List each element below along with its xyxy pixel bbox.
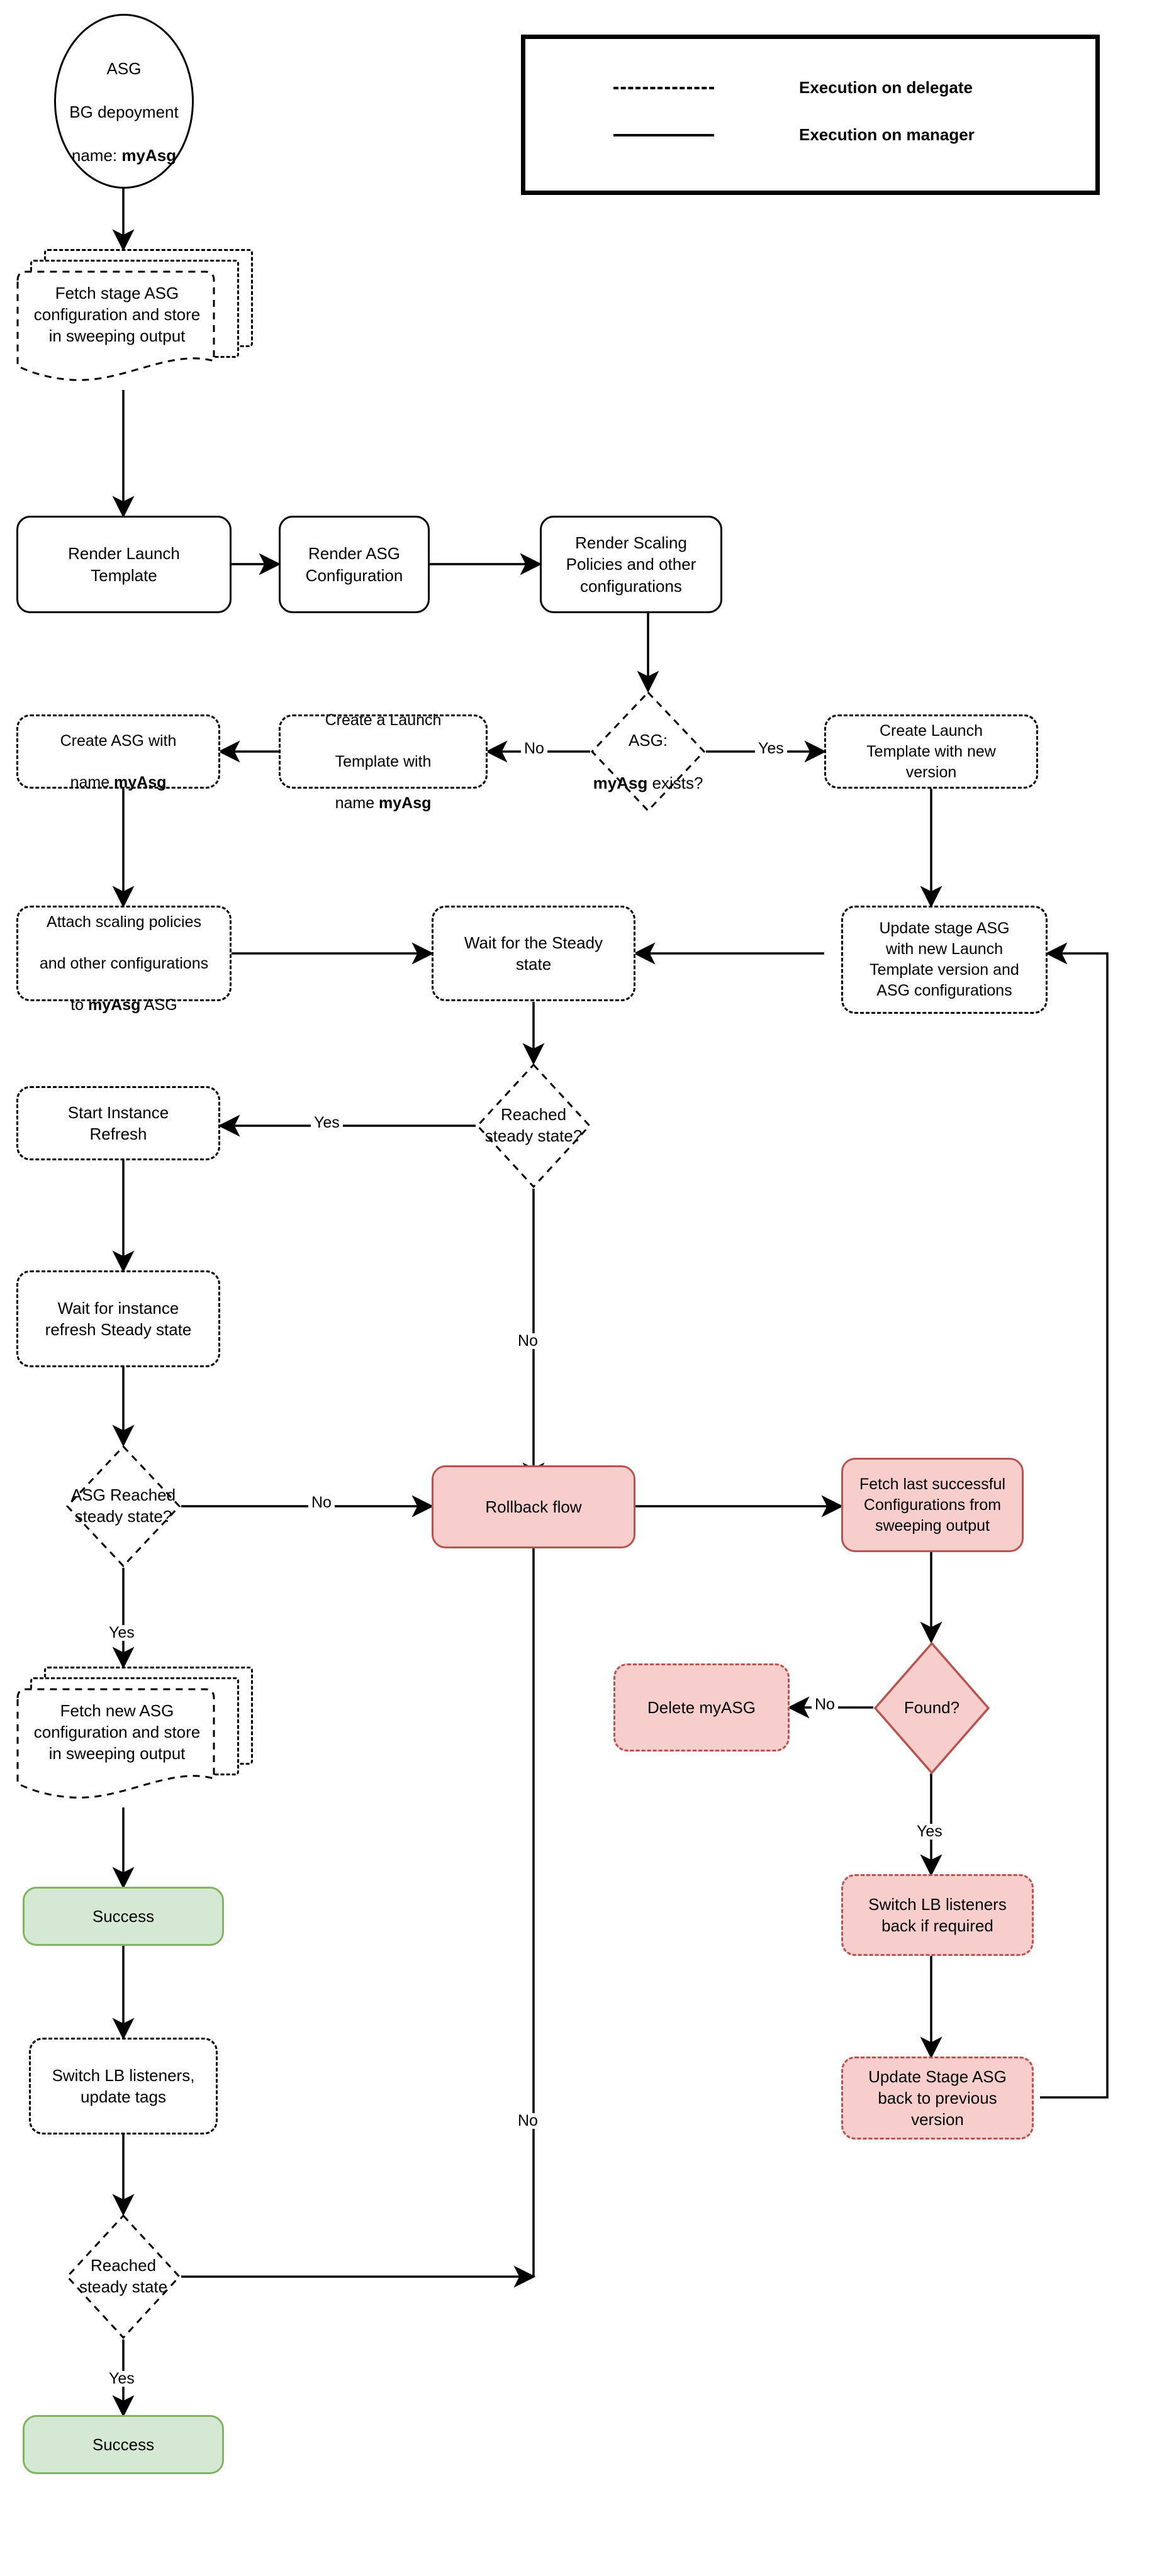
node-reached-steady-state-decision[interactable]: Reached steady state? xyxy=(476,1063,591,1189)
node-asg-reached-steady-state-decision[interactable]: ASG Reached steady state? xyxy=(65,1445,181,1568)
diamond-shape xyxy=(65,2214,181,2340)
node-success-mid[interactable]: Success xyxy=(23,1887,224,1946)
edge-label-asg-exists-yes: Yes xyxy=(755,741,787,757)
node-attach-scaling-policies[interactable]: Attach scaling policies and other config… xyxy=(16,906,232,1014)
node-asg-exists-label: ASG: myAsg exists? xyxy=(593,731,703,792)
edge-label-reached-steady-yes: Yes xyxy=(311,1115,343,1131)
legend-row-delegate: Execution on delegate xyxy=(613,78,973,97)
node-update-stage-asg-previous[interactable]: Update Stage ASG back to previous versio… xyxy=(841,2057,1034,2140)
node-wait-instance-refresh[interactable]: Wait for instance refresh Steady state xyxy=(16,1270,220,1367)
node-start[interactable]: ASG BG depoyment name: myAsg xyxy=(54,14,194,189)
node-reached-steady-state-label: Reached steady state? xyxy=(484,1105,583,1145)
dashed-line-sample xyxy=(613,86,714,89)
doc-front-shape xyxy=(16,1688,215,1799)
node-fetch-stage-asg[interactable]: Fetch stage ASG configuration and store … xyxy=(16,249,253,390)
node-render-launch-template[interactable]: Render Launch Template xyxy=(16,516,232,613)
edge-label-asg-reached-yes: Yes xyxy=(106,1625,138,1641)
node-create-launch-template-new-version[interactable]: Create Launch Template with new version xyxy=(824,714,1038,789)
edge-label-asg-reached-no: No xyxy=(308,1495,335,1511)
node-fetch-new-asg[interactable]: Fetch new ASG configuration and store in… xyxy=(16,1667,253,1807)
node-switch-lb-update-tags[interactable]: Switch LB listeners, update tags xyxy=(29,2038,218,2135)
edge-label-asg-exists-no: No xyxy=(521,741,547,757)
solid-line-sample xyxy=(613,133,714,136)
diamond-shape xyxy=(476,1063,591,1189)
node-wait-steady-state[interactable]: Wait for the Steady state xyxy=(432,906,635,1001)
diamond-shape xyxy=(590,691,706,813)
node-reached-steady-state-2-decision[interactable]: Reached steady state xyxy=(65,2214,181,2340)
doc-front-shape xyxy=(16,270,215,381)
node-asg-reached-steady-state-label: ASG Reached steady state? xyxy=(70,1485,176,1526)
node-asg-exists-decision[interactable]: ASG: myAsg exists? xyxy=(590,691,706,813)
legend-delegate-label: Execution on delegate xyxy=(799,78,973,97)
node-found-label: Found? xyxy=(903,1698,960,1718)
node-start-instance-refresh[interactable]: Start Instance Refresh xyxy=(16,1086,220,1160)
edge-label-reached-steady-no: No xyxy=(515,1333,541,1349)
edge-label-found-no: No xyxy=(812,1697,838,1713)
edge-label-reached-steady-2-yes: Yes xyxy=(106,2371,138,2387)
node-start-label: ASG BG depoyment name: myAsg xyxy=(69,59,179,165)
node-fetch-last-successful[interactable]: Fetch last successful Configurations fro… xyxy=(841,1458,1024,1552)
node-fetch-stage-asg-label: Fetch stage ASG configuration and store … xyxy=(33,283,201,346)
node-render-asg-configuration[interactable]: Render ASG Configuration xyxy=(279,516,430,613)
legend-box: Execution on delegate Execution on manag… xyxy=(521,35,1100,195)
edge-label-reached-steady-2-no: No xyxy=(515,2113,541,2129)
node-update-stage-asg[interactable]: Update stage ASG with new Launch Templat… xyxy=(841,906,1048,1014)
node-success-end[interactable]: Success xyxy=(23,2415,224,2474)
node-found-decision[interactable]: Found? xyxy=(873,1641,990,1775)
diamond-shape xyxy=(65,1445,181,1568)
node-create-asg-named[interactable]: Create ASG with name myAsg xyxy=(16,714,220,791)
legend-manager-label: Execution on manager xyxy=(799,125,975,144)
legend-row-manager: Execution on manager xyxy=(613,125,975,145)
edge-label-found-yes: Yes xyxy=(914,1824,946,1840)
node-render-scaling-policies[interactable]: Render Scaling Policies and other config… xyxy=(540,516,722,613)
node-fetch-new-asg-label: Fetch new ASG configuration and store in… xyxy=(33,1701,201,1763)
diamond-shape xyxy=(873,1641,990,1775)
node-create-launch-template-named[interactable]: Create a Launch Template with name myAsg xyxy=(279,711,488,812)
node-reached-steady-state-2-label: Reached steady state xyxy=(79,2256,168,2296)
node-switch-lb-back[interactable]: Switch LB listeners back if required xyxy=(841,1874,1034,1956)
node-rollback-flow[interactable]: Rollback flow xyxy=(432,1465,635,1548)
node-delete-myasg[interactable]: Delete myASG xyxy=(613,1663,790,1752)
